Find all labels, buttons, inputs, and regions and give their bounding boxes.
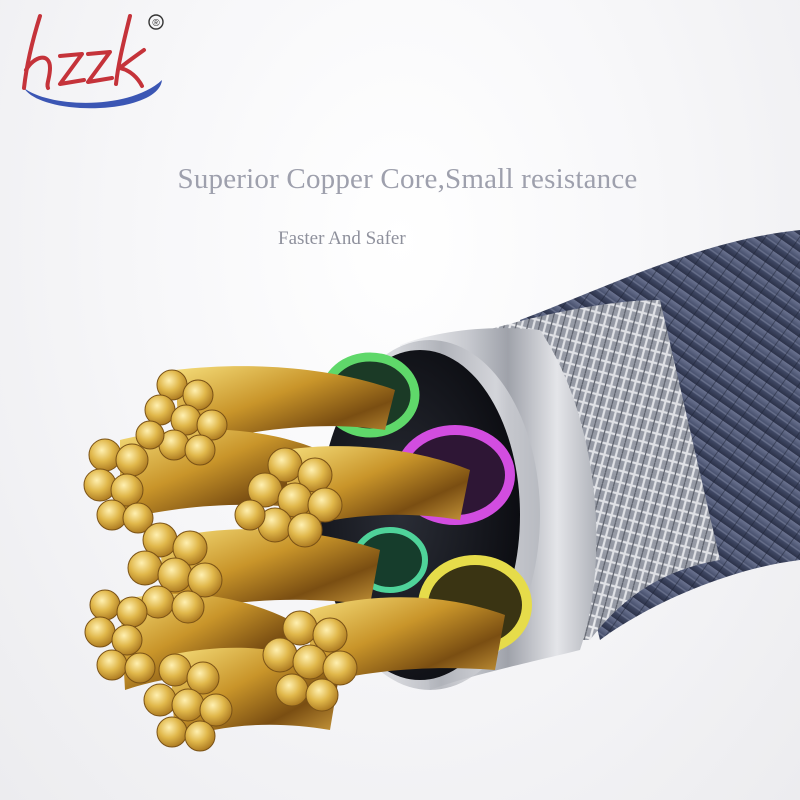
subheadline: Faster And Safer <box>278 228 406 249</box>
registered-mark-icon <box>148 14 164 30</box>
registered-mark: ® <box>152 18 160 29</box>
headline: Superior Copper Core,Small resistance <box>177 163 638 195</box>
brand-logo: ® <box>22 14 164 109</box>
